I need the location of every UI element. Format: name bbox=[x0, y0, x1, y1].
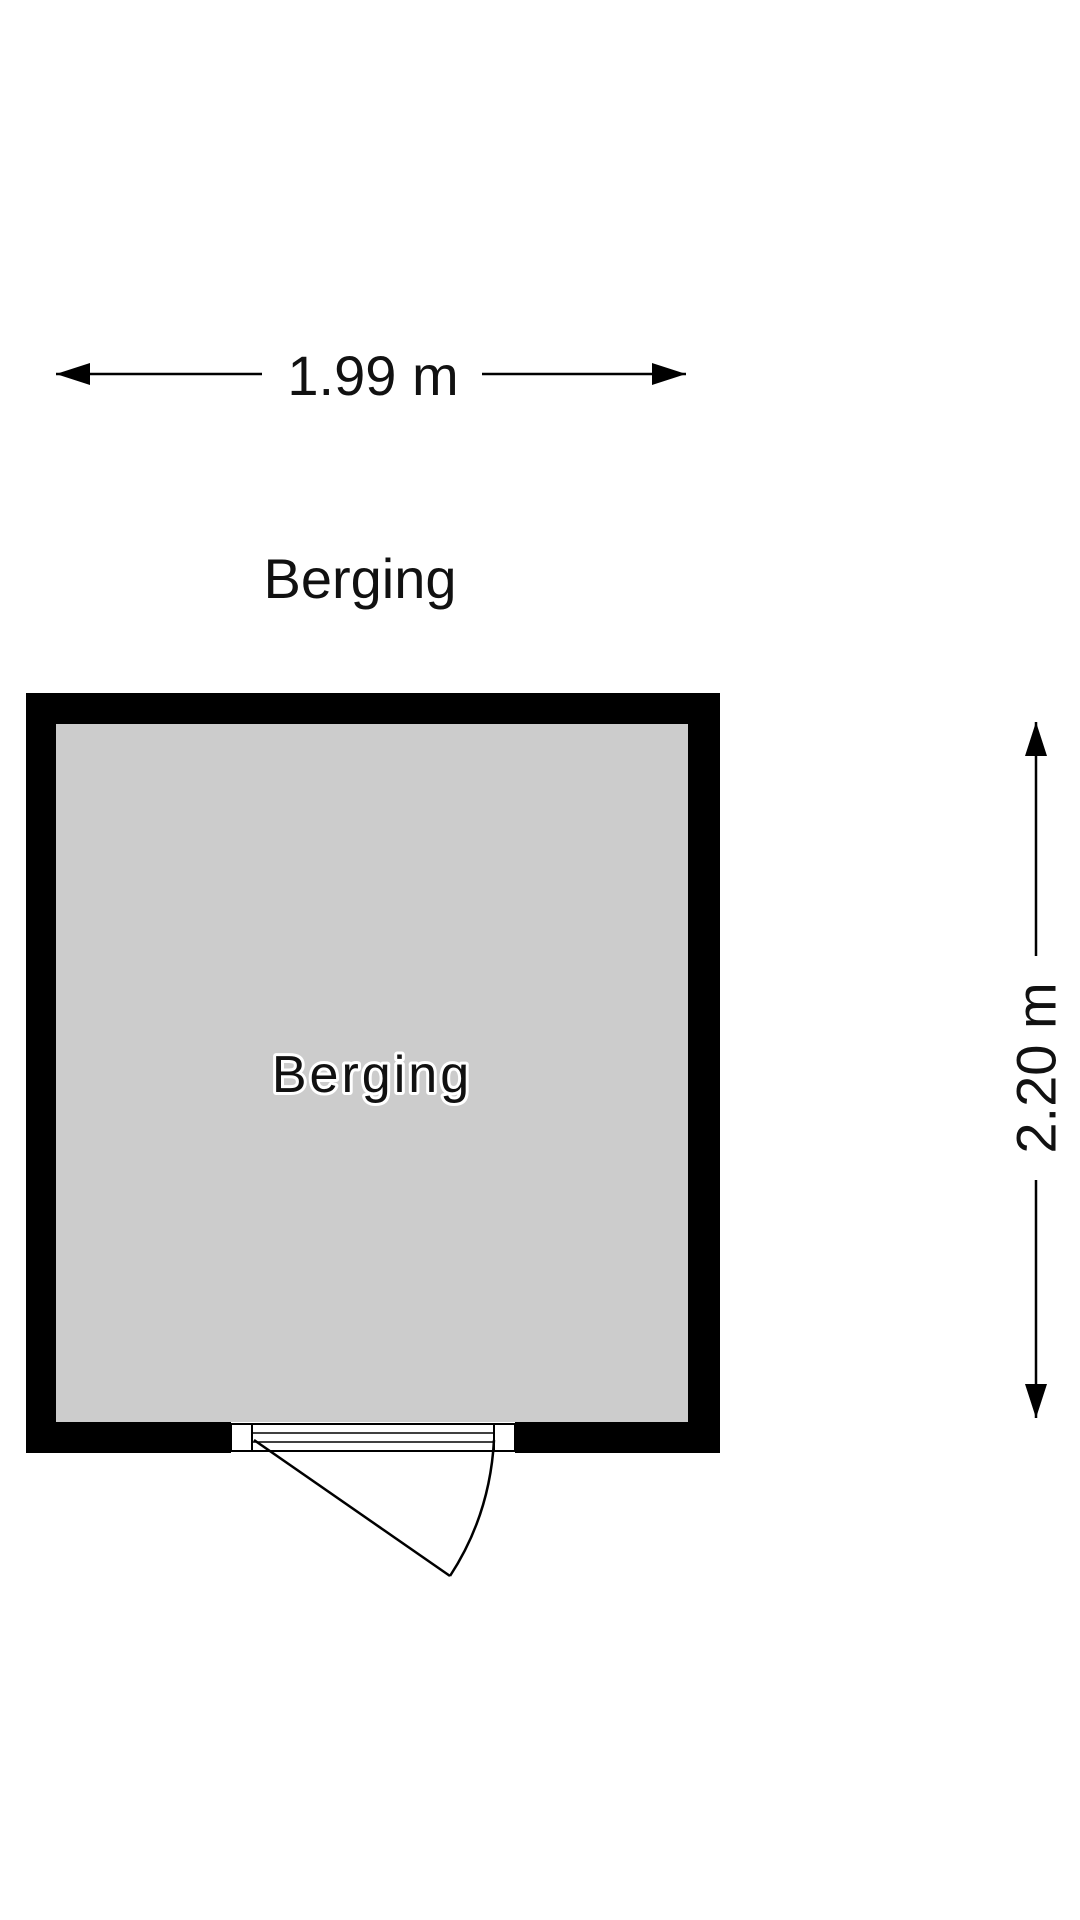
depth-arrow-bottom bbox=[1025, 1384, 1047, 1418]
door-leaf bbox=[253, 1438, 451, 1578]
door-threshold bbox=[251, 1423, 495, 1452]
depth-arrow-top bbox=[1025, 722, 1047, 756]
door-swing-arc bbox=[448, 1439, 496, 1577]
width-arrow-left bbox=[56, 363, 90, 385]
depth-dimension: 2.20 m bbox=[1005, 722, 1068, 1418]
floor-title: Berging bbox=[263, 547, 456, 610]
room-floor bbox=[56, 724, 688, 1422]
width-dimension: 1.99 m bbox=[56, 344, 686, 407]
width-dimension-label: 1.99 m bbox=[287, 344, 458, 407]
depth-dimension-label: 2.20 m bbox=[1005, 982, 1068, 1153]
walls bbox=[26, 693, 720, 1453]
door bbox=[230, 1423, 516, 1578]
door-jamb-left bbox=[230, 1423, 253, 1452]
wall-bottom-left bbox=[26, 1422, 231, 1453]
wall-left bbox=[26, 693, 56, 1453]
room-label: Berging bbox=[272, 1046, 472, 1104]
wall-top bbox=[26, 693, 720, 724]
door-jamb-right bbox=[493, 1423, 516, 1452]
wall-bottom-right bbox=[515, 1422, 720, 1453]
wall-right bbox=[688, 693, 720, 1453]
width-arrow-right bbox=[652, 363, 686, 385]
